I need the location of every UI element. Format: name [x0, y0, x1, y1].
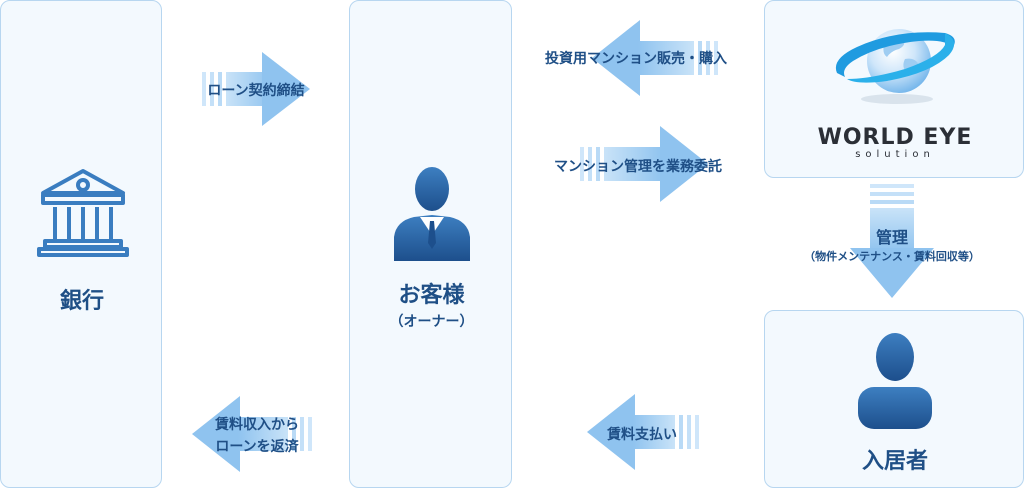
company-logo-subtext: solution [855, 149, 935, 160]
company-box: WORLD EYE solution [764, 0, 1024, 178]
resident-box: 入居者 [764, 310, 1024, 488]
businessman-icon [394, 167, 470, 261]
manage-detail-label: （物件メンテナンス・賃料回収等） [804, 250, 980, 263]
mgmt-contract-arrow-label: マンション管理を業務委託 [554, 159, 722, 175]
loan-arrow-label: ローン契約締結 [207, 83, 305, 99]
mgmt-contract-arrow [580, 126, 708, 202]
manage-arrow-label: 管理 [875, 228, 908, 247]
manage-arrow [850, 184, 934, 298]
resident-label: 入居者 [861, 449, 928, 474]
globe-logo-icon [835, 29, 955, 104]
customer-label: お客様 [398, 283, 465, 308]
rent-pay-arrow-label: 賃料支払い [607, 427, 677, 443]
bank-label: 銀行 [59, 289, 104, 314]
person-icon [858, 333, 932, 429]
loan-arrow [202, 52, 310, 126]
bank-box: 銀行 [0, 0, 162, 488]
customer-sublabel: （オーナー） [389, 314, 474, 330]
repay-arrow-label-line1: 賃料収入から [215, 417, 299, 433]
company-logo-text: WORLD EYE [817, 125, 973, 150]
sale-arrow-label: 投資用マンション販売・購入 [545, 51, 727, 67]
repay-arrow-label-line2: ローンを返済 [215, 439, 299, 455]
customer-box: お客様 （オーナー） [349, 0, 512, 488]
rent-pay-arrow [587, 394, 699, 470]
bank-icon [37, 169, 129, 257]
repay-arrow [192, 396, 312, 472]
sale-arrow [592, 20, 718, 96]
